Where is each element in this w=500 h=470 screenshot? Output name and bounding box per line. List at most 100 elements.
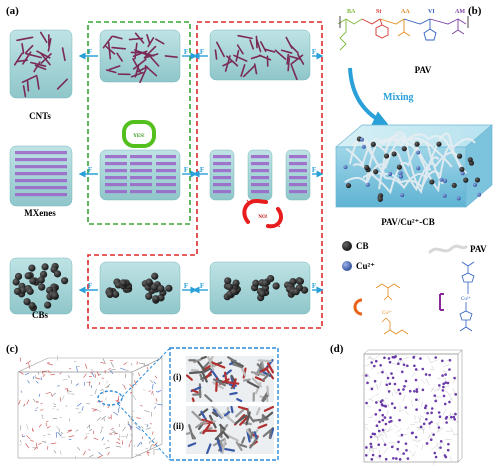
md-bond (59, 372, 62, 375)
d-bond (368, 448, 374, 453)
d-bond (442, 408, 447, 416)
ion-dot (424, 404, 428, 408)
d-bond (369, 446, 371, 453)
ion-dot (441, 374, 444, 377)
md-bond (83, 382, 86, 386)
ion-dot (396, 447, 399, 451)
md-bond (151, 390, 153, 395)
ion-dot (391, 355, 395, 359)
md-bond (108, 417, 111, 419)
md-bond (129, 391, 133, 394)
mxene-sheet (251, 183, 269, 187)
d-bond (425, 378, 430, 386)
md-bond (47, 433, 51, 435)
ion-dot (379, 363, 382, 367)
md-bond (157, 404, 163, 406)
inset-bond (216, 438, 223, 453)
ion-dot (430, 411, 433, 415)
d-bond (419, 415, 425, 418)
inset-bond (235, 408, 245, 418)
pav-chain (365, 133, 468, 184)
ion-dot (441, 359, 444, 363)
mxene-sheet (213, 176, 231, 180)
mxene-sheet (289, 176, 307, 180)
md-bond (132, 373, 135, 376)
polymer-name: PAV (415, 65, 432, 75)
d-bond (420, 401, 423, 408)
cu-legend-icon (342, 261, 352, 271)
ion-dot (398, 392, 402, 395)
cnt-stick (286, 53, 290, 65)
ion-dot (425, 442, 429, 445)
md-bond (81, 406, 84, 411)
md-bond (38, 442, 42, 445)
cnt-stick (108, 65, 121, 71)
md-bond (121, 440, 124, 445)
md-bond (53, 403, 56, 406)
pav-chain (344, 137, 444, 186)
md-bond (25, 360, 31, 365)
cu-ion (416, 166, 421, 171)
monomer-aa: AA (401, 9, 410, 15)
ion-dot (432, 433, 435, 436)
md-bond (120, 435, 126, 437)
md-bond (59, 450, 62, 456)
md-bond (86, 424, 90, 429)
inset-bond (191, 410, 203, 422)
mxene-sheet (15, 172, 67, 176)
d-bond (373, 355, 379, 361)
cu-ion (400, 193, 405, 198)
cb-sphere (252, 279, 260, 287)
md-bond (75, 383, 79, 386)
d-bond (383, 430, 388, 439)
ion-dot (404, 379, 408, 383)
ion-dot (402, 452, 405, 455)
ion-dot (428, 373, 431, 377)
md-bond (135, 454, 142, 457)
ion-dot (365, 446, 368, 449)
cnt-stick (233, 54, 248, 62)
md-bond (147, 450, 149, 456)
inset-bond (249, 431, 254, 439)
md-bond (82, 450, 86, 456)
ion-dot (389, 416, 392, 419)
md-bond (138, 362, 145, 365)
cb-sphere (39, 270, 48, 279)
md-bond (104, 397, 107, 401)
d-bond (411, 400, 413, 407)
mxene-sheet (105, 183, 127, 187)
mxene-sheet (15, 151, 67, 155)
monomer-ba: BA (347, 9, 356, 15)
yes-bond-icon: YES! (122, 120, 156, 148)
ion-dot (402, 363, 406, 367)
mxene-sheet (130, 162, 152, 166)
mxene-sheet (130, 169, 152, 173)
cb-sphere (112, 290, 120, 298)
mxene-sheet (156, 169, 176, 173)
ion-dot (386, 376, 390, 380)
cnt-stick (116, 52, 123, 62)
inset-bond (222, 431, 230, 439)
d-bond (377, 433, 385, 437)
mixing-label: Mixing (383, 92, 414, 103)
pav-chain (350, 131, 440, 194)
inset-bond (197, 361, 206, 371)
d-bond (379, 380, 382, 388)
cb-particle (436, 141, 442, 147)
d-bond (445, 390, 452, 396)
d-bond (444, 386, 450, 388)
md-bond (90, 368, 96, 373)
inset-bond (204, 394, 213, 403)
pav-chain (365, 139, 459, 192)
inset-bond (239, 415, 250, 426)
mxene-sheet (213, 183, 231, 187)
ion-dot (369, 442, 373, 446)
cu-ion (439, 177, 444, 182)
inset-bond (262, 427, 275, 438)
cnt-stick (47, 37, 52, 52)
cb-sphere (14, 272, 23, 281)
md-bond (45, 391, 51, 395)
d-bond (410, 423, 415, 426)
ion-dot (404, 406, 408, 409)
